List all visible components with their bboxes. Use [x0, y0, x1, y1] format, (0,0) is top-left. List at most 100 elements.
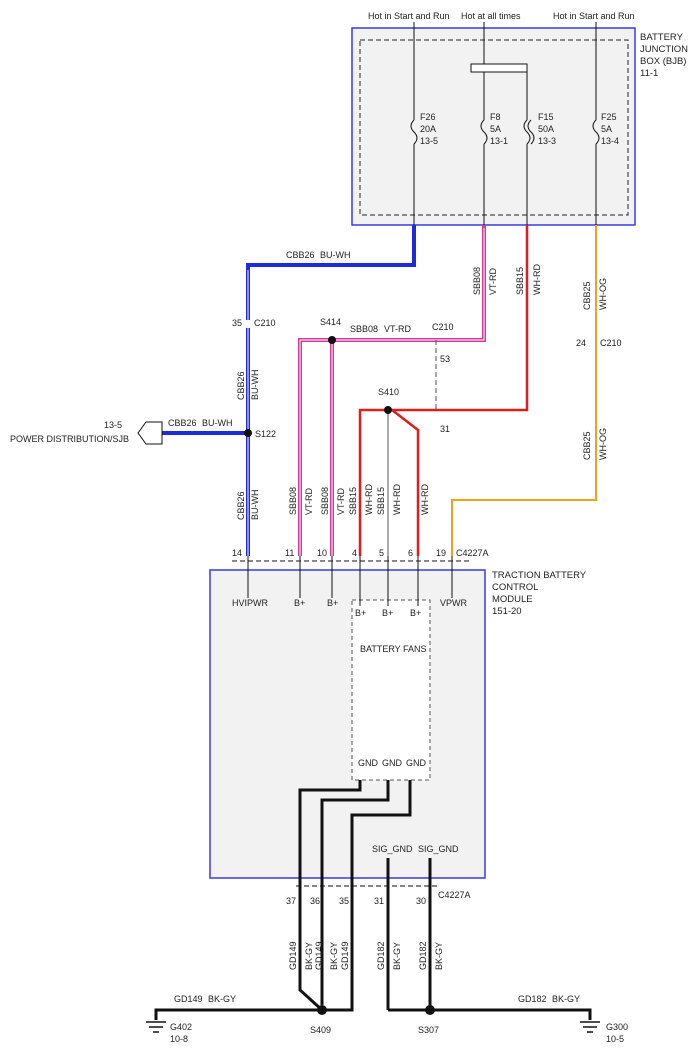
- gnd-wire-1: [298, 780, 362, 1012]
- tbcm-title-4: 151-20: [492, 606, 522, 617]
- label-gd182-a: GD182: [376, 941, 386, 970]
- top-pin-14: 14: [232, 548, 242, 558]
- splice-s307-label: S307: [418, 1025, 439, 1035]
- bjb-title-2: JUNCTION: [640, 44, 688, 55]
- label-whog-top: WH-OG: [598, 278, 608, 310]
- power-dist-connector-icon: [137, 421, 163, 445]
- label-sbb08-h: SBB08: [350, 324, 378, 334]
- label-sbb15-a: SBB15: [348, 487, 358, 515]
- label-bkgy-c: BK-GY: [392, 942, 402, 970]
- label-sbb08-top: SBB08: [472, 267, 482, 295]
- label-sbb08-b: SBB08: [320, 487, 330, 515]
- ground-g402-icon: [146, 1021, 166, 1033]
- fuse-f8-rating: 5A: [490, 124, 501, 134]
- c210-label-3: C210: [600, 338, 622, 348]
- fuse-f26-icon: [410, 119, 418, 145]
- ground-g300-name: G300: [606, 1022, 628, 1032]
- label-bkgy-b: BK-GY: [329, 942, 339, 970]
- battery-fans-box: [351, 599, 431, 781]
- top-pin-6: 6: [408, 548, 413, 558]
- label-bkgy-a: BK-GY: [304, 942, 314, 970]
- fuse-f25-icon: [592, 119, 600, 145]
- bjb-title-1: BATTERY: [640, 32, 684, 43]
- label-bkgy-h1: BK-GY: [208, 994, 236, 1004]
- fan-bplus-3: B+: [410, 608, 421, 618]
- sig-gnd-2: SIG_GND: [418, 844, 459, 854]
- feed-label-3: Hot in Start and Run: [553, 11, 635, 21]
- wire-sbb15-main: [358, 225, 529, 556]
- c210-label-2: C210: [432, 322, 454, 332]
- label-gd149-c: GD149: [340, 941, 350, 970]
- fuse-f15-ref: 13-3: [538, 136, 556, 146]
- label-vtrd-h: VT-RD: [384, 324, 412, 334]
- fuse-f25-rating: 5A: [601, 124, 612, 134]
- bottom-pin-37: 37: [286, 896, 296, 906]
- bjb-title-4: 11-1: [640, 68, 658, 79]
- label-whrd-a: WH-RD: [364, 484, 374, 515]
- fan-gnd-1: GND: [358, 758, 379, 768]
- fan-gnd-2: GND: [382, 758, 403, 768]
- fuse-f26-rating: 20A: [420, 124, 436, 134]
- c210-pin35: 35: [232, 318, 242, 328]
- bottom-pin-31: 31: [374, 896, 384, 906]
- c210-pin31: 31: [440, 424, 450, 434]
- tbcm-title-1: TRACTION BATTERY: [492, 570, 587, 581]
- feed-label-1: Hot in Start and Run: [368, 11, 450, 21]
- splice-s410-label: S410: [378, 387, 399, 397]
- splice-s122-label: S122: [255, 429, 276, 439]
- label-cbb26-2: CBB26: [236, 491, 246, 520]
- wire-cbb25: [451, 225, 597, 556]
- feed-label-2: Hot at all times: [461, 11, 521, 21]
- label-whrd-c: WH-RD: [420, 484, 430, 515]
- bottom-pin-35: 35: [339, 896, 349, 906]
- label-whrd-b: WH-RD: [392, 484, 402, 515]
- top-pin-5: 5: [379, 548, 384, 558]
- c210-label-1: C210: [254, 318, 276, 328]
- top-pin-11: 11: [285, 548, 294, 558]
- label-sbb08-a: SBB08: [288, 487, 298, 515]
- fuse-f15-name: F15: [538, 112, 554, 122]
- wire-sbb08-core: [299, 228, 485, 556]
- fuse-f8-ref: 13-1: [490, 136, 508, 146]
- label-vtrd-a: VT-RD: [304, 487, 314, 515]
- bottom-pin-36: 36: [310, 896, 320, 906]
- c4227a-label-top: C4227A: [456, 548, 489, 558]
- label-cbb26-pd: CBB26: [168, 418, 197, 428]
- label-cbb25-bot: CBB25: [582, 431, 592, 460]
- label-vtrd-top: VT-RD: [488, 267, 498, 295]
- tbcm-title-3: MODULE: [492, 594, 533, 605]
- gnd-wire-2: [320, 780, 390, 1005]
- splice-s122-icon: [244, 429, 252, 437]
- splice-s410-icon: [384, 406, 392, 414]
- top-pin-4: 4: [352, 548, 357, 558]
- fuse-f26-name: F26: [420, 112, 436, 122]
- label-gd149-h: GD149: [174, 994, 203, 1004]
- label-vtrd-b: VT-RD: [336, 487, 346, 515]
- bjb-title-3: BOX (BJB): [640, 56, 686, 67]
- pin-bplus-2: B+: [327, 598, 338, 608]
- gnd-wire-3: [322, 780, 412, 1012]
- label-bkgy-d: BK-GY: [434, 942, 444, 970]
- fuse-f15-rating: 50A: [538, 124, 554, 134]
- fan-gnd-3: GND: [406, 758, 427, 768]
- bottom-pin-30: 30: [416, 896, 426, 906]
- ground-g402-name: G402: [170, 1022, 192, 1032]
- label-bkgy-h2: BK-GY: [552, 994, 580, 1004]
- bjb-inner-dash: [359, 39, 629, 216]
- battery-fans-label: BATTERY FANS: [360, 644, 427, 654]
- top-pin-10: 10: [317, 548, 327, 558]
- wire-sbb15-branch: [391, 409, 420, 556]
- label-buwh-1: BU-WH: [250, 370, 260, 401]
- pin-vpwr: VPWR: [440, 598, 468, 608]
- label-sbb15-b: SBB15: [376, 487, 386, 515]
- bjb-box: [351, 27, 636, 226]
- label-whog-bot: WH-OG: [598, 428, 608, 460]
- c210-pin24: 24: [576, 338, 586, 348]
- pin-hvipwr: HVIPWR: [232, 598, 269, 608]
- fuse-f8-icon: [480, 119, 488, 145]
- wire-cbb26-top: [246, 225, 416, 320]
- splice-s414-label: S414: [320, 317, 341, 327]
- power-dist-label: POWER DISTRIBUTION/SJB: [10, 434, 129, 444]
- bus-bar: [470, 63, 528, 73]
- fan-bplus-1: B+: [355, 608, 366, 618]
